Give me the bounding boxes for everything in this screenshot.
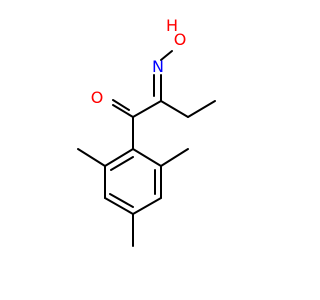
bond [160, 50, 173, 61]
bond-inner [110, 156, 134, 171]
bond-inner [109, 193, 134, 208]
atom-label-N: N [152, 57, 164, 76]
atom-label-O2: O [174, 30, 187, 49]
bond [160, 100, 189, 118]
bonds [77, 50, 216, 247]
bond-methyl [160, 148, 189, 167]
bond [104, 148, 134, 167]
structure-diagram: O N O H [0, 0, 300, 300]
bond [187, 100, 216, 118]
atom-labels: O N O H [91, 16, 187, 107]
atom-label-H: H [166, 16, 178, 35]
bond-double [112, 99, 130, 111]
bond [132, 148, 162, 167]
bond-double [112, 104, 134, 118]
bond [132, 197, 162, 215]
atom-label-O1: O [91, 88, 104, 107]
bond-methyl [77, 148, 106, 167]
bond [132, 100, 162, 118]
background [0, 0, 300, 300]
bond [104, 197, 134, 215]
